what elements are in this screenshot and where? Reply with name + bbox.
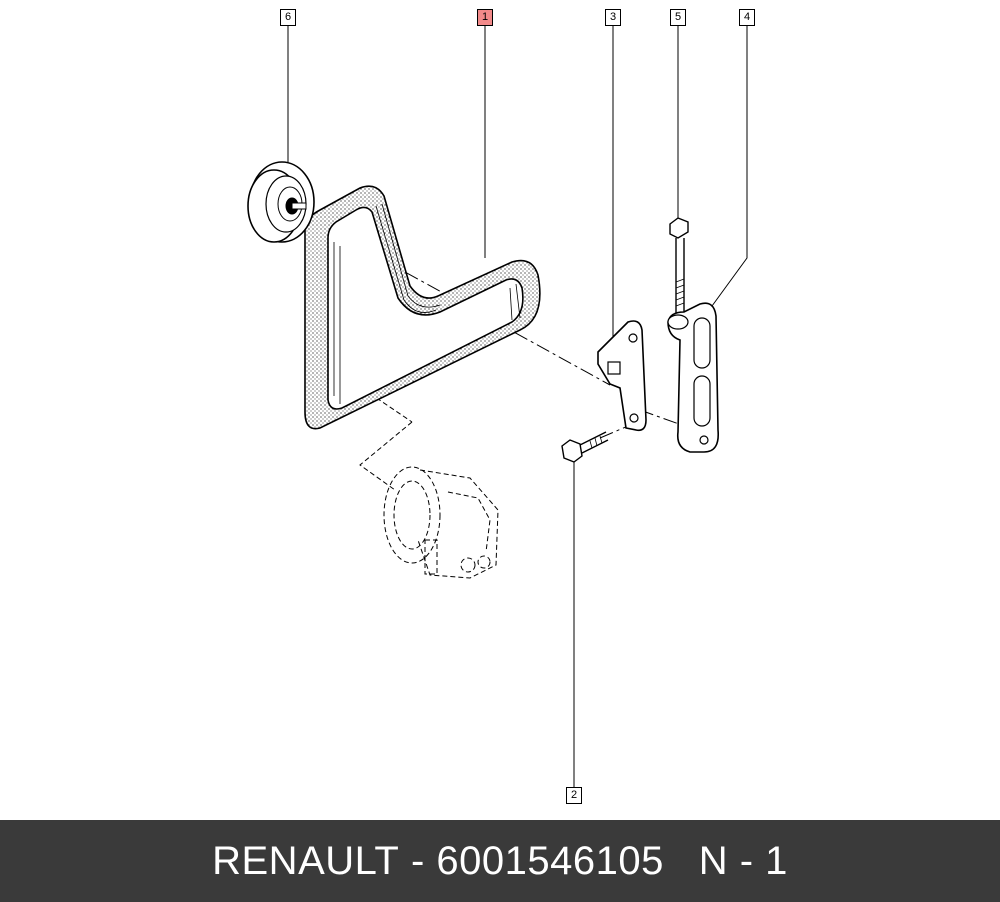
long-bolt — [669, 217, 689, 318]
footer-banner: RENAULT - 6001546105 N - 1 — [0, 820, 1000, 902]
callout-1: 1 — [477, 9, 493, 26]
tensioner-arm — [667, 302, 720, 453]
centerline-bolt — [599, 425, 629, 439]
idler-pulley — [247, 161, 315, 243]
footer-separator: - — [399, 838, 437, 883]
drive-belt — [304, 185, 541, 430]
footer-gap — [664, 839, 699, 884]
footer-ref: N - 1 — [698, 838, 788, 883]
leader-4 — [711, 25, 748, 307]
callout-4: 4 — [739, 9, 755, 26]
callout-5: 5 — [670, 9, 686, 26]
callout-3: 3 — [605, 9, 621, 26]
exploded-parts-diagram — [247, 25, 748, 787]
callout-2: 2 — [566, 787, 582, 804]
callout-6: 6 — [280, 9, 296, 26]
short-bolt — [561, 431, 609, 463]
footer-part-number: 6001546105 — [436, 838, 664, 883]
mounting-bracket — [597, 320, 647, 432]
footer-brand: RENAULT — [212, 838, 400, 883]
compressor-outline — [349, 379, 499, 579]
